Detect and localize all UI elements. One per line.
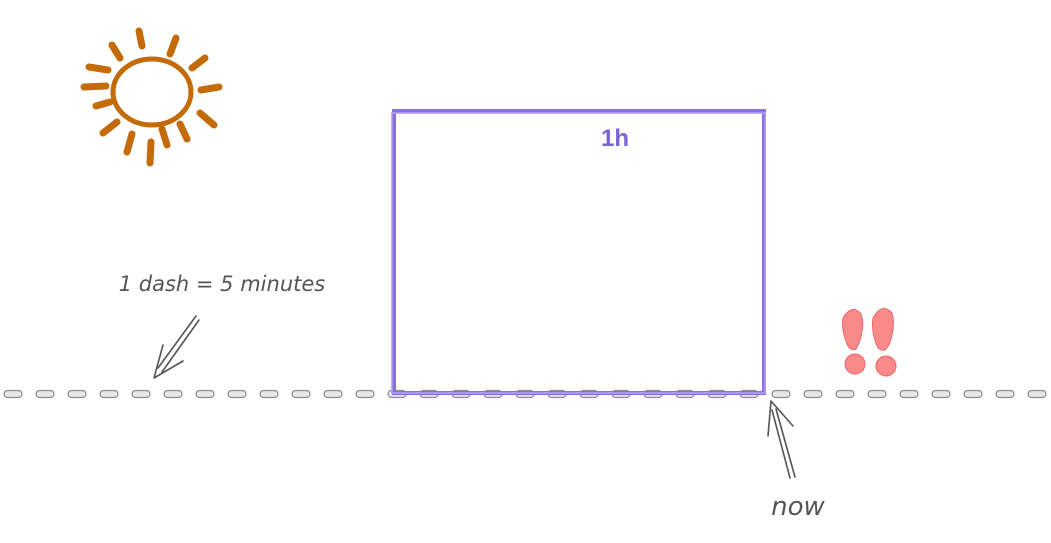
timeline-dash bbox=[771, 389, 791, 399]
timeline-dash bbox=[355, 389, 375, 399]
duration-label: 1h bbox=[601, 125, 629, 152]
timeline-dash bbox=[931, 389, 951, 399]
timeline-dash bbox=[3, 389, 23, 399]
legend-arrow bbox=[153, 315, 200, 379]
timeline-dash bbox=[163, 389, 183, 399]
timeline-dash bbox=[291, 389, 311, 399]
timeline-dash bbox=[835, 389, 855, 399]
timeline-dash bbox=[963, 389, 983, 399]
legend-label: 1 dash = 5 minutes bbox=[119, 272, 326, 296]
timeline-dash bbox=[995, 389, 1015, 399]
sun-icon bbox=[80, 27, 223, 167]
timeline-dash bbox=[35, 389, 55, 399]
hour-block: 1h bbox=[391, 109, 766, 395]
timeline-dash bbox=[99, 389, 119, 399]
timeline-dash bbox=[867, 389, 887, 399]
timeline-dash bbox=[323, 389, 343, 399]
timeline-dash bbox=[899, 389, 919, 399]
double-exclamation-icon bbox=[842, 308, 897, 377]
timeline-dash bbox=[259, 389, 279, 399]
timeline-dash bbox=[803, 389, 823, 399]
now-label: now bbox=[771, 492, 825, 522]
timeline-dash bbox=[195, 389, 215, 399]
now-arrow bbox=[767, 400, 796, 479]
timeline-dash bbox=[67, 389, 87, 399]
timeline-dash bbox=[1027, 389, 1047, 399]
timeline-dash bbox=[227, 389, 247, 399]
timeline-dash bbox=[131, 389, 151, 399]
